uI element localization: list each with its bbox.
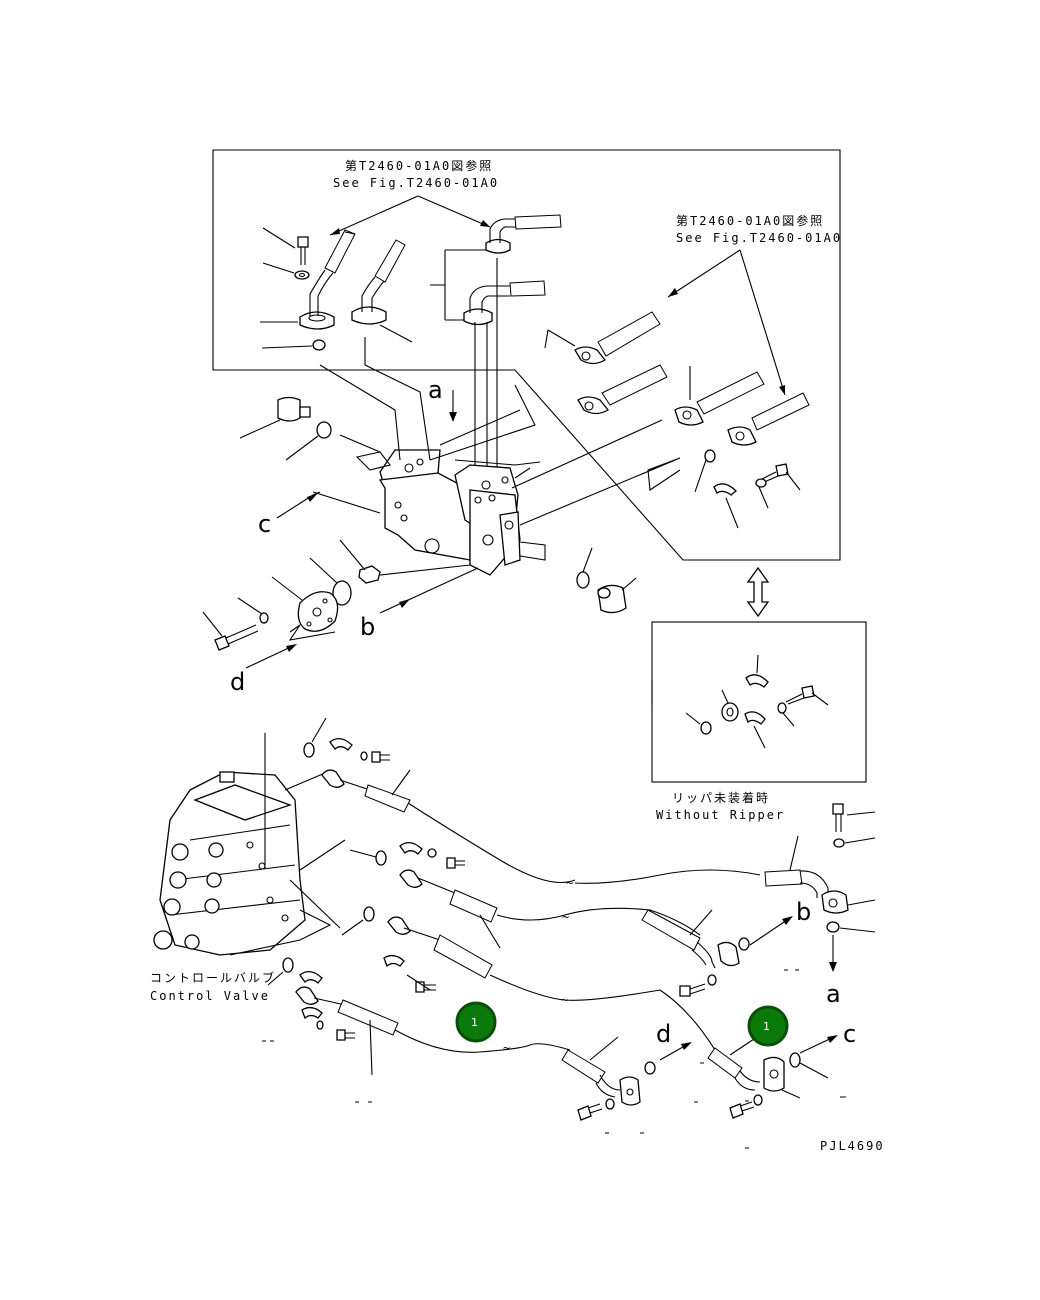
svg-text:a: a (826, 980, 841, 1008)
svg-text:~: ~ (503, 1041, 512, 1055)
svg-text:d: d (230, 668, 245, 696)
bolt-right-icon (759, 463, 801, 491)
arrow-b-upper: b (360, 567, 479, 641)
cap-icon (597, 577, 637, 614)
arrow-a-lower: a (826, 935, 841, 1008)
leader-lines-valve (319, 337, 663, 489)
flange-leader (288, 624, 336, 641)
washer-icon (262, 262, 310, 280)
ref-dashes (262, 969, 846, 1149)
elbow-hose-lower (463, 280, 546, 326)
elbow-hose-upper (485, 214, 562, 254)
without-ripper-en: Without Ripper (656, 808, 785, 822)
see-fig-right-en: See Fig.T2460-01A0 (676, 231, 842, 245)
drawing-code: PJL4690 (820, 1139, 885, 1153)
svg-text:b: b (796, 898, 811, 926)
callout-1-left[interactable]: 1 (455, 1001, 497, 1043)
double-arrow-icon (746, 566, 770, 618)
svg-text:~: ~ (561, 993, 570, 1007)
o-ring-left-icon (285, 421, 332, 461)
hose-upper-left-1 (309, 229, 356, 316)
lower-hose-1: ~ (303, 717, 761, 890)
svg-text:c: c (843, 1020, 856, 1048)
lower-right-fitting-1 (764, 803, 876, 933)
without-ripper-parts (651, 654, 829, 749)
o-ring-icon (261, 339, 326, 351)
svg-text:a: a (428, 376, 443, 404)
washer-right-icon (755, 478, 769, 509)
without-ripper-jp: リッパ未装着時 (672, 790, 770, 805)
arrow-b-lower: b (749, 898, 811, 946)
svg-text:c: c (258, 510, 271, 538)
hose-drop-lines (474, 258, 498, 475)
bolt-lower-icon (202, 611, 259, 651)
plug-icon (239, 396, 311, 439)
svg-text:1: 1 (471, 1016, 478, 1029)
half-clamp-icon (713, 483, 739, 529)
detail-frame (212, 149, 841, 561)
arrow-a-upper: a (428, 376, 457, 422)
lower-hose-3: ~ (341, 906, 716, 1051)
flanged-hose-3 (674, 366, 765, 426)
control-valve-assembly (153, 733, 346, 956)
o-ring-lower-icon (309, 557, 352, 606)
o-ring-cap-icon (576, 547, 593, 589)
svg-text:~: ~ (562, 910, 571, 924)
see-fig-arrows (329, 195, 786, 396)
flange-plate-icon (271, 576, 339, 632)
o-ring-right-icon (694, 449, 716, 493)
flanged-hose-2 (577, 364, 668, 415)
flanged-hose-1 (544, 311, 661, 365)
see-fig-right-jp: 第T2460-01A0図参照 (676, 213, 824, 228)
lower-right-fitting-3 (561, 1036, 656, 1121)
bolt-icon (262, 227, 309, 265)
without-ripper-box (651, 621, 867, 783)
washer-lower-icon (237, 597, 269, 624)
lower-right-fitting-2 (641, 909, 750, 997)
see-fig-top-jp: 第T2460-01A0図参照 (345, 158, 493, 173)
valve-block (355, 449, 681, 576)
flanged-hose-4 (727, 392, 810, 446)
control-valve-en: Control Valve (150, 989, 270, 1003)
lower-right-fitting-4 (707, 1034, 829, 1119)
nut-icon (339, 539, 471, 584)
hose-upper-left-2 (351, 239, 413, 343)
svg-text:d: d (656, 1020, 671, 1048)
arrow-c-upper: c (258, 491, 381, 538)
control-valve-jp: コントロールバルブ (150, 970, 276, 985)
see-fig-top-en: See Fig.T2460-01A0 (333, 176, 499, 190)
lower-hose-4: ~ (267, 957, 571, 1076)
svg-text:~: ~ (566, 876, 575, 890)
arrow-c-lower: c (799, 1020, 856, 1054)
svg-text:1: 1 (763, 1020, 770, 1033)
arrow-d-upper: d (230, 644, 297, 696)
bracket-lines (430, 249, 486, 321)
svg-text:b: b (360, 613, 375, 641)
split-flange-icon (260, 311, 335, 330)
callout-1-right[interactable]: 1 (747, 1005, 789, 1047)
lower-hose-2: ~ (349, 842, 701, 949)
arrow-d-lower: d (656, 1020, 692, 1061)
